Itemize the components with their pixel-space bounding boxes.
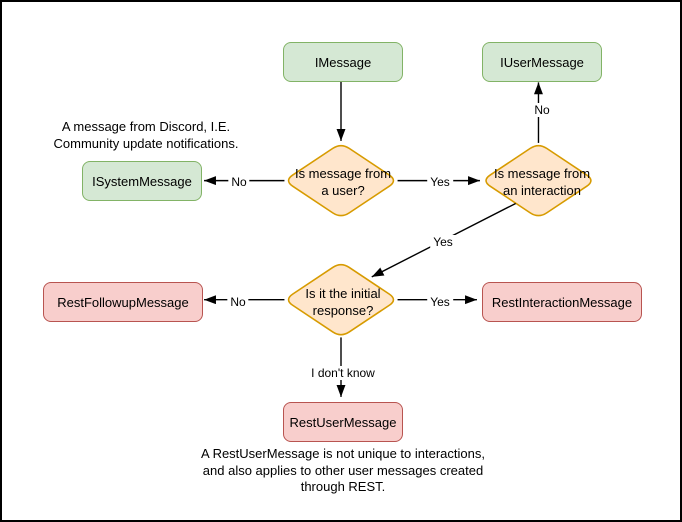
note-system-message: A message from Discord, I.E. Community u… (53, 119, 239, 151)
decision-is-initial-response-diamond (287, 263, 395, 336)
decision-is-from-user-diamond (287, 144, 395, 217)
node-isystemmessage: ISystemMessage (82, 161, 202, 201)
edge-label-yes-interactionmessage: Yes (427, 295, 453, 309)
edge-label-yes-initial-decision: Yes (430, 235, 456, 249)
edge-label-idk-restusermessage: I don't know (308, 366, 378, 380)
edge-label-no-systemmessage: No (228, 175, 250, 189)
edge-label-no-followupmessage: No (227, 295, 249, 309)
node-restfollowupmessage: RestFollowupMessage (43, 282, 203, 322)
edge-label-yes-interaction-decision: Yes (427, 175, 453, 189)
node-restinteractionmessage: RestInteractionMessage (482, 282, 642, 322)
node-imessage: IMessage (283, 42, 403, 82)
node-restusermessage: RestUserMessage (283, 402, 403, 442)
edge-label-no-iusermessage: No (531, 103, 553, 117)
note-rest-user-message: A RestUserMessage is not unique to inter… (201, 446, 485, 494)
decision-is-from-interaction-diamond (485, 144, 592, 217)
node-iusermessage: IUserMessage (482, 42, 602, 82)
